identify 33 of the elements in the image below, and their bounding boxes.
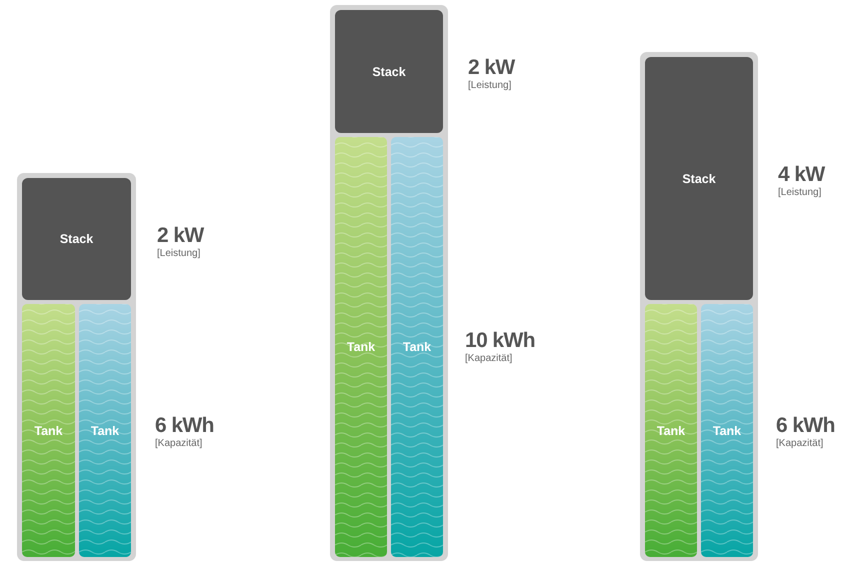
- value-caption: [Kapazität]: [155, 438, 202, 450]
- value-label: 6 kWh: [155, 414, 214, 438]
- stack-block: [645, 57, 753, 300]
- value-caption: [Kapazität]: [465, 353, 512, 365]
- stack-label: Stack: [372, 64, 406, 78]
- tank-label: Tank: [34, 424, 63, 438]
- value-label: 2 kW: [157, 224, 204, 248]
- stack-label: Stack: [682, 172, 716, 186]
- housing-frame: [640, 52, 758, 561]
- stack-label: Stack: [60, 232, 94, 246]
- tank-label: Tank: [712, 424, 742, 438]
- value-caption: [Leistung]: [778, 187, 822, 199]
- value-label: 4 kW: [778, 163, 825, 187]
- stack-block: [22, 178, 131, 300]
- tank-label: Tank: [90, 424, 120, 438]
- tank-label: Tank: [346, 340, 376, 354]
- housing-frame: [17, 173, 136, 561]
- value-caption: [Kapazität]: [776, 438, 824, 450]
- value-label: 10 kWh: [465, 329, 535, 353]
- tank-bar: [79, 304, 131, 557]
- value-label: 6 kWh: [776, 414, 835, 438]
- tank-bar: [391, 137, 443, 557]
- tank-label: Tank: [656, 424, 686, 438]
- tank-label: Tank: [402, 340, 432, 354]
- value-caption: [Leistung]: [468, 80, 512, 92]
- tank-bar: [701, 304, 753, 557]
- housing-frame: [330, 5, 448, 561]
- value-caption: [Leistung]: [157, 248, 200, 260]
- tank-bar: [335, 137, 387, 557]
- tank-bar: [22, 304, 75, 557]
- tank-bar: [645, 304, 697, 557]
- value-label: 2 kW: [468, 56, 515, 80]
- stack-block: [335, 10, 443, 133]
